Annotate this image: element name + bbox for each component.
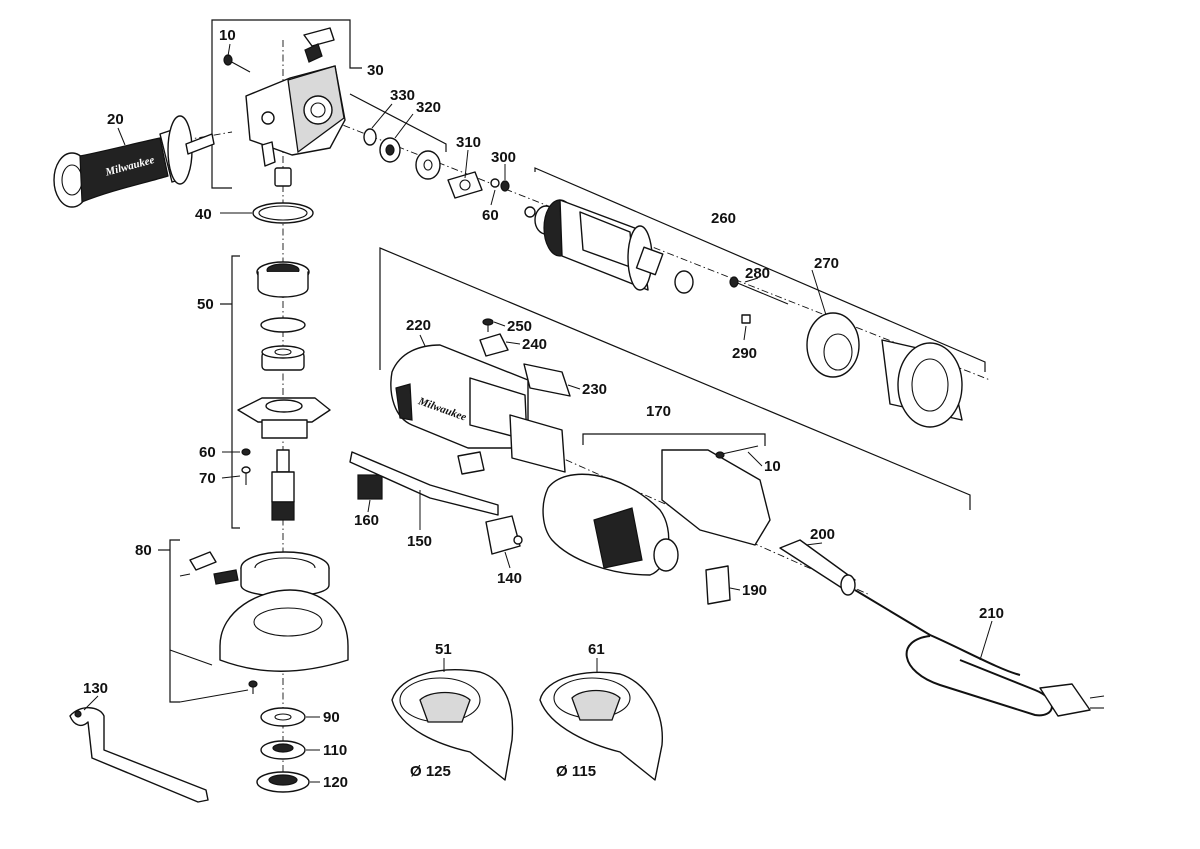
label-260: 260: [711, 210, 736, 227]
label-200: 200: [810, 526, 835, 543]
label-250: 250: [507, 318, 532, 335]
brush-holder-lower: [457, 451, 485, 475]
label-130: 130: [83, 680, 108, 697]
retaining-ring: [260, 317, 306, 333]
switch-slider-160: [357, 474, 383, 500]
label-10-lower: 10: [764, 458, 781, 475]
guard-clip: [189, 551, 239, 585]
label-40: 40: [195, 206, 212, 223]
screw-250: [482, 318, 494, 332]
handle-axis: [184, 131, 233, 141]
label-20: 20: [107, 111, 124, 128]
label-90: 90: [323, 709, 340, 726]
nut-290: [741, 314, 751, 324]
label-270: 270: [814, 255, 839, 272]
label-140: 140: [497, 570, 522, 587]
flange-90: [260, 707, 306, 727]
washer-60-top: [490, 178, 500, 188]
housing-axis: [419, 394, 871, 596]
switch-rod-150: [349, 451, 499, 516]
washer-60: [241, 448, 251, 456]
brush-holder-240: [479, 333, 509, 357]
wheel-guard-61: [539, 671, 663, 781]
label-220: 220: [406, 317, 431, 334]
bracket-80: [169, 539, 180, 703]
bolt-280: [734, 281, 789, 305]
label-60-upper: 60: [482, 207, 499, 224]
bearing-flange-50: [256, 261, 310, 298]
bracket-50: [231, 255, 240, 529]
cord-protector-200: [779, 539, 856, 596]
spacer-disc: [415, 150, 441, 180]
bearing-plate: [237, 397, 331, 439]
label-70: 70: [199, 470, 216, 487]
label-310: 310: [456, 134, 481, 151]
label-170: 170: [646, 403, 671, 420]
label-230: 230: [582, 381, 607, 398]
screw-10-lower: [715, 445, 759, 459]
label-120: 120: [323, 774, 348, 791]
spindle-lock-pin: [261, 141, 276, 167]
rear-housing-170: [542, 449, 771, 576]
power-cord-210: [854, 589, 1105, 717]
bracket-220: [379, 247, 971, 510]
screw-70: [241, 466, 251, 485]
label-diameter-115: Ø 115: [556, 763, 596, 780]
label-80: 80: [135, 542, 152, 559]
bearing-320: [379, 137, 401, 163]
label-150: 150: [407, 533, 432, 550]
bearing-plate-310: [447, 171, 483, 199]
label-210: 210: [979, 605, 1004, 622]
spanner-wrench-130: [69, 707, 209, 803]
screw-300: [500, 180, 510, 192]
label-280: 280: [745, 265, 770, 282]
label-330: 330: [390, 87, 415, 104]
washer-330: [363, 128, 377, 146]
gear-housing: [245, 27, 346, 156]
label-51: 51: [435, 641, 452, 658]
label-320: 320: [416, 99, 441, 116]
label-190: 190: [742, 582, 767, 599]
label-290: 290: [732, 345, 757, 362]
armature: [524, 199, 694, 294]
label-50: 50: [197, 296, 214, 313]
bracket-330: [349, 93, 447, 152]
fan-baffle-270: [806, 312, 860, 378]
label-160: 160: [354, 512, 379, 529]
label-110: 110: [323, 742, 347, 759]
guard-ring: [240, 551, 330, 597]
bracket-30: [211, 19, 362, 189]
spindle: [271, 449, 295, 521]
suppressor-190: [705, 565, 731, 605]
flange-110: [260, 740, 306, 760]
side-handle: Milwaukee: [53, 115, 215, 208]
bushing: [274, 167, 292, 187]
stator: [881, 339, 963, 428]
motor-housing-220: Milwaukee: [390, 344, 566, 473]
label-30: 30: [367, 62, 384, 79]
bracket-170: [582, 433, 766, 446]
label-240: 240: [522, 336, 547, 353]
flange-nut-120: [256, 771, 310, 793]
wheel-guard: [219, 589, 349, 672]
switch-140: [485, 515, 523, 555]
bearing-wheel: [261, 345, 305, 371]
label-60-lower: 60: [199, 444, 216, 461]
bracket-260: [534, 167, 986, 372]
label-300: 300: [491, 149, 516, 166]
label-230: [523, 363, 571, 397]
wheel-guard-51: [391, 669, 514, 781]
label-10: 10: [219, 27, 236, 44]
screw-10-top: [223, 54, 251, 73]
label-diameter-125: Ø 125: [410, 763, 451, 780]
label-61: 61: [588, 641, 605, 658]
guard-screw: [248, 680, 258, 694]
